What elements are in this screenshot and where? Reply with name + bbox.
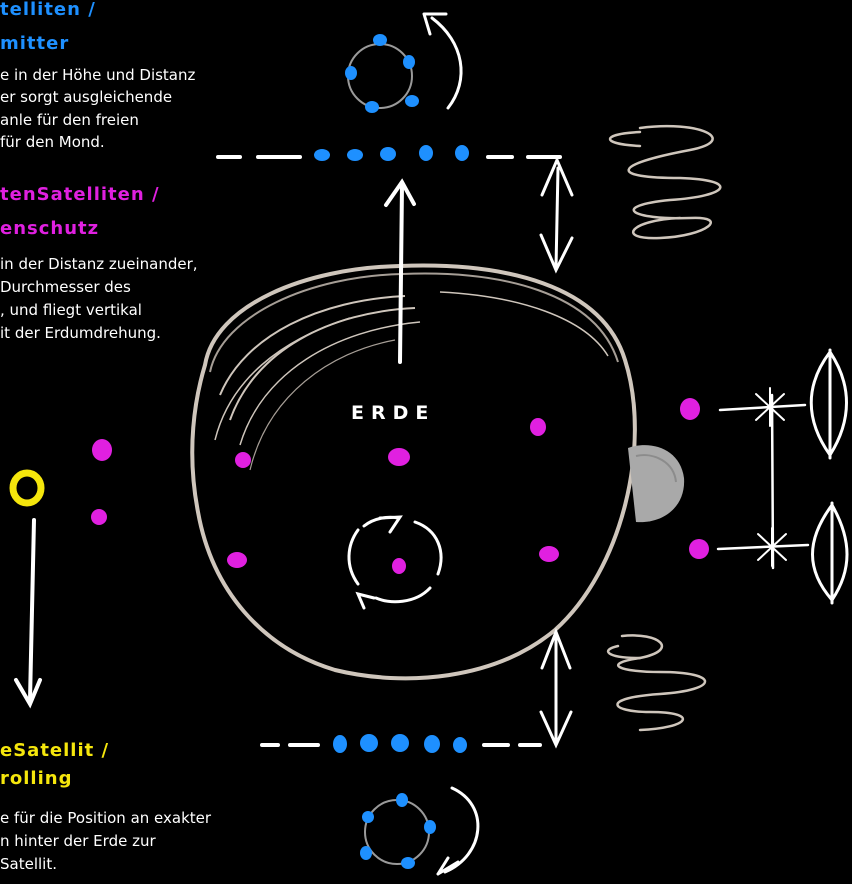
rotation-arrow-icon xyxy=(424,14,461,108)
satellite-dot-icon xyxy=(345,66,357,80)
satellite-dot-icon xyxy=(92,439,112,461)
section-yellow-body-line-1: e für die Position an exakter xyxy=(0,808,211,828)
satellite-dot-icon xyxy=(453,737,467,753)
satellite-dot-icon xyxy=(424,820,436,834)
satellite-dot-icon xyxy=(392,558,406,574)
up-arrow-icon xyxy=(386,182,414,362)
down-arrow-icon xyxy=(16,520,40,704)
wave-squiggle-icon xyxy=(610,126,720,238)
satellite-dot-icon xyxy=(396,793,408,807)
section-blue-body-line-4: für den Mond. xyxy=(0,132,105,152)
double-headed-arrow-icon xyxy=(541,632,571,745)
double-headed-arrow-icon xyxy=(813,503,848,603)
satellite-dot-icon xyxy=(360,846,372,860)
satellite-dot-icon xyxy=(333,735,347,753)
section-yellow-body-line-3: Satellit. xyxy=(0,854,57,874)
satellite-dot-icon xyxy=(91,509,107,525)
satellite-dot-icon xyxy=(347,149,363,161)
satellite-dot-icon xyxy=(360,734,378,752)
satellite-dot-icon xyxy=(455,145,469,161)
section-magenta-heading-line-1: tenSatelliten / xyxy=(0,183,160,207)
satellite-dot-icon xyxy=(403,55,415,69)
satellite-dot-icon xyxy=(419,145,433,161)
satellite-dot-icon xyxy=(391,734,409,752)
satellite-dot-icon xyxy=(680,398,700,420)
satellite-dot-icon xyxy=(380,147,396,161)
satellite-dot-icon xyxy=(401,857,415,869)
section-magenta-heading-line-2: enschutz xyxy=(0,217,99,241)
section-blue-body-line-1: e in der Höhe und Distanz xyxy=(0,65,195,85)
earth-shading-1 xyxy=(220,296,405,395)
right-connector xyxy=(718,395,808,568)
earth-shading-4 xyxy=(215,318,350,440)
satellite-dot-icon xyxy=(530,418,546,436)
wave-squiggle-icon xyxy=(608,635,705,730)
section-blue-body-line-3: anle für den freien xyxy=(0,110,139,130)
moon-icon xyxy=(628,445,684,522)
earth-group xyxy=(192,266,635,679)
magenta-satellites xyxy=(91,398,709,574)
double-headed-arrow-icon xyxy=(541,160,572,270)
section-blue-heading-line-2: mitter xyxy=(0,32,69,56)
bottom-orbit-ring xyxy=(360,793,436,869)
satellite-dot-icon xyxy=(405,95,419,107)
satellite-dot-icon xyxy=(388,448,410,466)
satellite-dot-icon xyxy=(689,539,709,559)
section-magenta-body-line-2: Durchmesser des xyxy=(0,277,131,297)
satellite-dot-icon xyxy=(424,735,440,753)
satellite-dot-icon xyxy=(365,101,379,113)
section-magenta-body-line-3: , und fliegt vertikal xyxy=(0,300,142,320)
section-blue-heading-line-1: telliten / xyxy=(0,0,96,22)
top-orbit-ring xyxy=(345,34,419,113)
satellite-dot-icon xyxy=(373,34,387,46)
earth-label: ERDE xyxy=(351,402,435,424)
section-magenta-body-line-4: it der Erdumdrehung. xyxy=(0,323,161,343)
section-magenta-body-line-1: in der Distanz zueinander, xyxy=(0,254,198,274)
section-blue-body-line-2: er sorgt ausgleichende xyxy=(0,87,172,107)
bottom-satellite-row xyxy=(333,734,467,753)
section-yellow-body-line-2: n hinter der Erde zur xyxy=(0,831,156,851)
section-yellow-heading-line-2: rolling xyxy=(0,767,72,791)
satellite-dot-icon xyxy=(235,452,251,468)
double-headed-arrow-icon xyxy=(811,350,846,458)
section-yellow-heading-line-1: eSatellit / xyxy=(0,739,109,763)
satellite-dot-icon xyxy=(314,149,330,161)
earth-outline xyxy=(192,266,635,679)
rotation-arrow-icon xyxy=(438,788,478,874)
satellite-dot-icon xyxy=(539,546,559,562)
satellite-dot-icon xyxy=(227,552,247,568)
top-satellite-row xyxy=(314,145,469,161)
satellite-dot-icon xyxy=(362,811,374,823)
yellow-satellite-icon xyxy=(13,473,41,503)
